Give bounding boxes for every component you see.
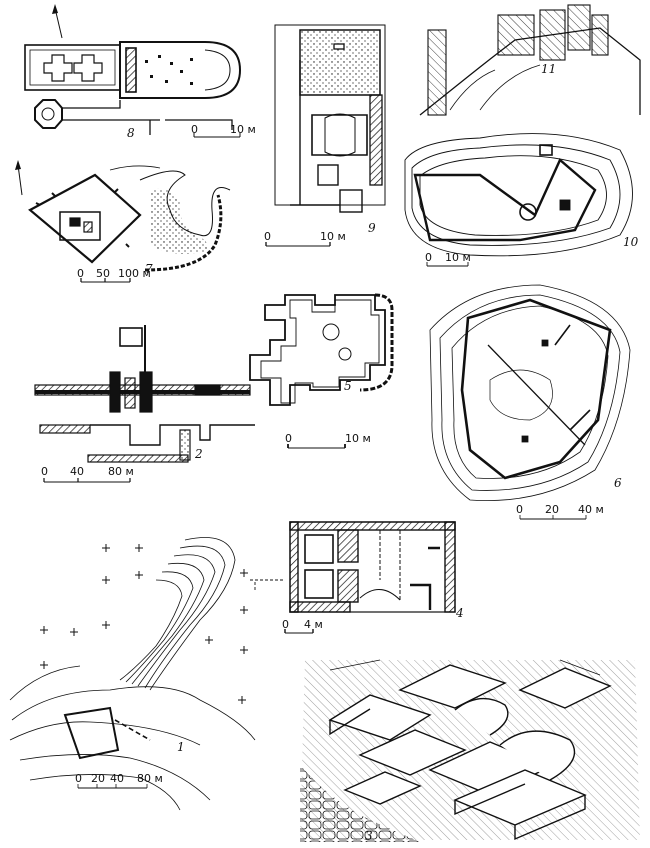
grid-crosses xyxy=(40,544,248,704)
figure-4-label: 4 xyxy=(456,606,464,620)
figure-6-label: 6 xyxy=(614,476,622,490)
scale-7-tick: 0 xyxy=(77,267,84,280)
scale-1-tick: 40 xyxy=(110,772,124,785)
plan-8 xyxy=(24,4,242,138)
scale-8-tick: 0 xyxy=(191,123,198,136)
scale-1-tick: 0 xyxy=(75,772,82,785)
scale-2-tick: 0 xyxy=(41,465,48,478)
figure-1-label: 1 xyxy=(177,740,185,754)
figure-2-label: 2 xyxy=(195,447,203,461)
plan-7 xyxy=(15,160,231,283)
scale-6-tick: 20 xyxy=(545,503,559,516)
plan-1 xyxy=(9,537,256,811)
scale-7-tick: 100 м xyxy=(118,267,151,280)
scale-6-tick: 40 м xyxy=(578,503,604,516)
scale-9-tick: 10 м xyxy=(320,230,346,243)
plan-9 xyxy=(265,24,386,247)
figure-7-label: 7 xyxy=(145,262,153,276)
plan-10 xyxy=(404,133,633,267)
iso-3 xyxy=(300,659,640,842)
scale-7-tick: 50 xyxy=(96,267,110,280)
scale-5-tick: 0 xyxy=(285,432,292,445)
plan-6 xyxy=(429,284,631,520)
scale-1-tick: 20 xyxy=(91,772,105,785)
scale-6-tick: 0 xyxy=(516,503,523,516)
scale-1-tick: 80 м xyxy=(137,772,163,785)
scale-4-tick: 0 xyxy=(282,618,289,631)
figure-8-label: 8 xyxy=(127,126,135,140)
elevation-11 xyxy=(419,4,641,116)
figure-9-label: 9 xyxy=(368,221,376,235)
scale-10-tick: 0 xyxy=(425,251,432,264)
plan-5 xyxy=(249,293,394,449)
scale-2-tick: 80 м xyxy=(108,465,134,478)
scale-5-tick: 10 м xyxy=(345,432,371,445)
plan-4 xyxy=(250,521,456,634)
figure-11-label: 11 xyxy=(541,62,557,76)
plan-2 xyxy=(34,325,255,483)
scale-2-tick: 40 xyxy=(70,465,84,478)
scale-10-tick: 10 м xyxy=(445,251,471,264)
figure-10-label: 10 xyxy=(623,235,639,249)
scale-8-tick: 10 м xyxy=(230,123,256,136)
scale-4-tick: 4 м xyxy=(304,618,323,631)
figure-3-label: 3 xyxy=(365,829,373,843)
figure-5-label: 5 xyxy=(344,379,352,393)
scale-9-tick: 0 xyxy=(264,230,271,243)
